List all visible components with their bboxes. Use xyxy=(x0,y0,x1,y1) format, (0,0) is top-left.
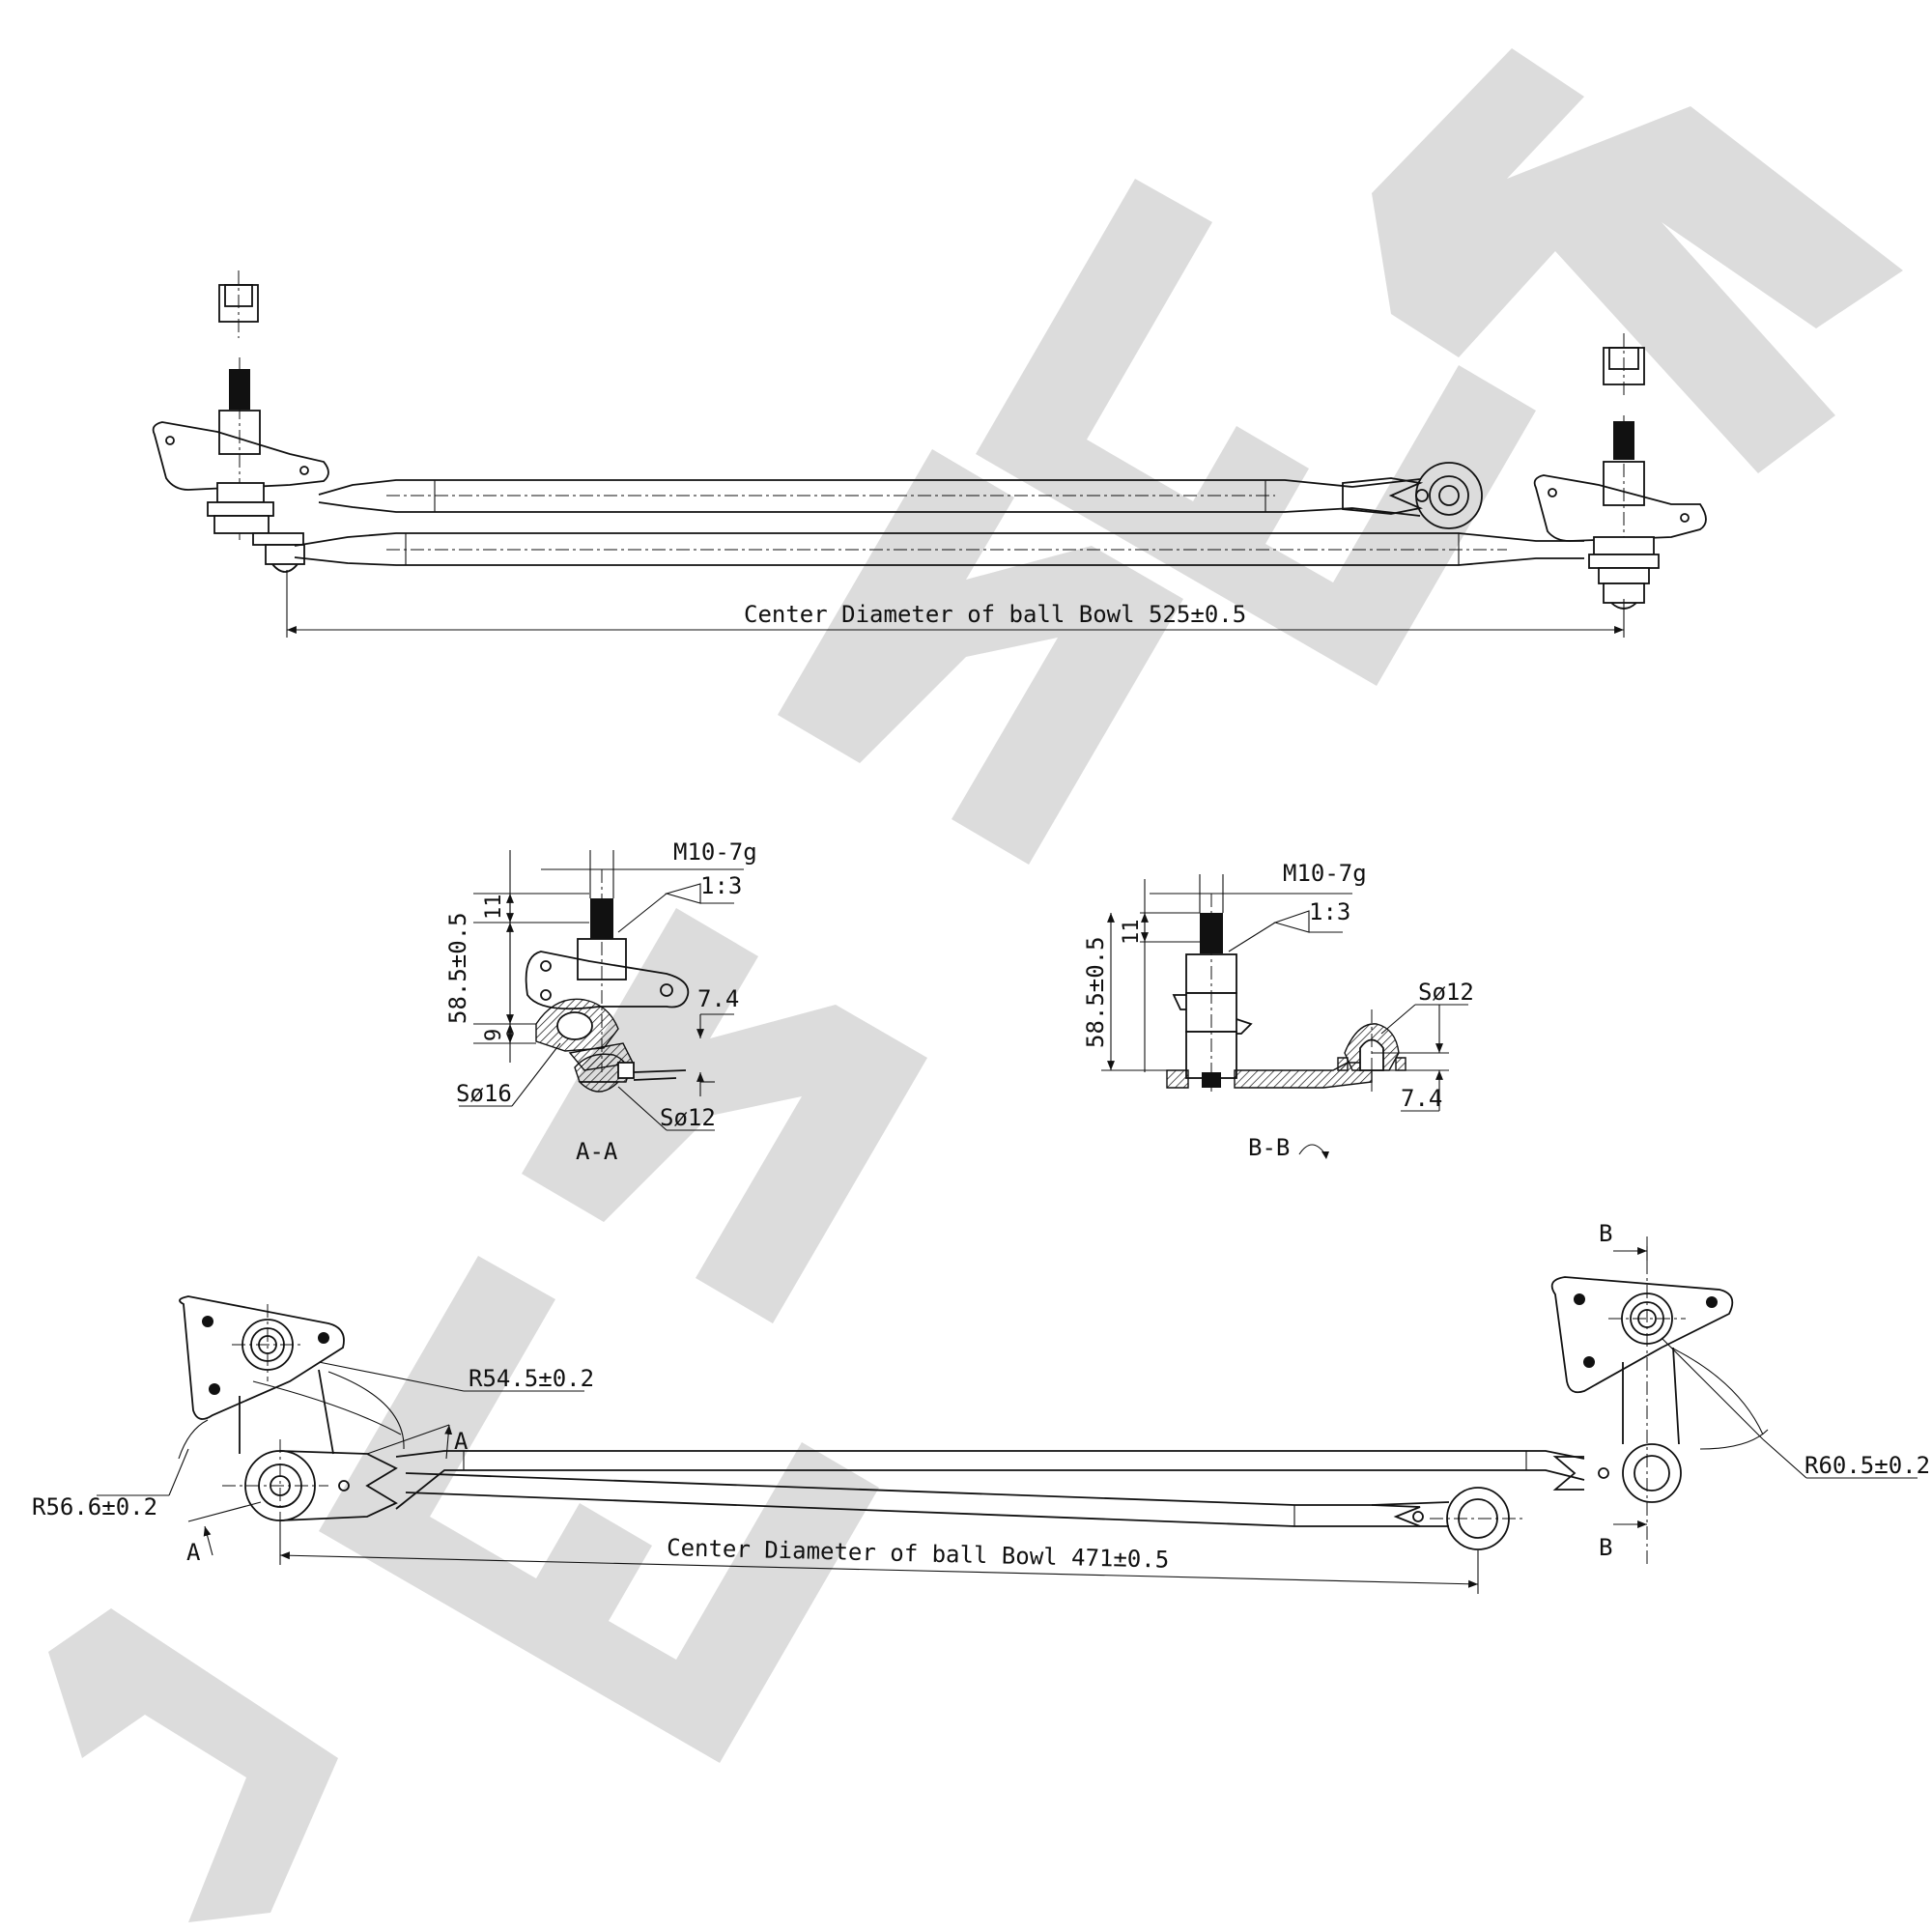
right-bracket xyxy=(1533,474,1707,542)
bb-taper-label: 1:3 xyxy=(1309,898,1350,925)
aa-ball-large: Sø16 xyxy=(456,1080,512,1107)
plan-radius-right: R60.5±0.2 xyxy=(1804,1452,1930,1479)
plan-right-bracket xyxy=(1550,1276,1734,1394)
bb-thread-label: M10-7g xyxy=(1283,860,1367,887)
left-pivot-cap xyxy=(218,270,259,338)
aa-dim-offset: 7.4 xyxy=(697,985,739,1012)
aa-dim-height: 58.5±0.5 xyxy=(444,912,471,1024)
aa-ball-small: Sø12 xyxy=(660,1104,716,1131)
left-bracket xyxy=(152,421,329,491)
watermark-logo xyxy=(48,48,1903,1922)
rotation-arrow-icon xyxy=(1298,1144,1326,1155)
right-pivot-shaft xyxy=(1603,415,1645,638)
aa-dim-base: 9 xyxy=(482,1029,506,1041)
top-view-linkage: Center Diameter of ball Bowl 525±0.5 xyxy=(152,270,1707,638)
plan-marker-a-bottom: A xyxy=(186,1539,201,1566)
aa-dim-thread: 11 xyxy=(482,895,506,921)
bb-ball-label: Sø12 xyxy=(1418,979,1474,1006)
upper-link-rod xyxy=(318,478,1421,517)
dimension-label-525: Center Diameter of ball Bowl 525±0.5 xyxy=(744,601,1246,628)
aa-thread-label: M10-7g xyxy=(673,838,757,866)
upper-rod-ball-socket xyxy=(1342,462,1483,529)
bb-section-label: B-B xyxy=(1248,1134,1290,1161)
plan-marker-a-top: A xyxy=(454,1428,469,1455)
plan-radius-left-lower: R56.6±0.2 xyxy=(32,1493,157,1520)
bb-dim-height: 58.5±0.5 xyxy=(1082,936,1109,1048)
lower-link-rod xyxy=(294,532,1584,566)
plan-marker-b-bottom: B xyxy=(1599,1534,1612,1561)
left-bushing-stack xyxy=(207,482,305,573)
section-aa: 11 58.5±0.5 9 M10-7g 1:3 7.4 Sø16 Sø12 A… xyxy=(444,838,757,1165)
plan-left-bracket xyxy=(179,1295,345,1420)
left-pivot-shaft xyxy=(218,357,261,541)
bb-dim-thread: 11 xyxy=(1120,920,1144,946)
plan-marker-b-top: B xyxy=(1599,1220,1612,1247)
bb-dim-offset: 7.4 xyxy=(1401,1085,1442,1112)
aa-taper-label: 1:3 xyxy=(700,872,742,899)
right-pivot-cap xyxy=(1603,333,1645,398)
section-bb: 11 58.5±0.5 M10-7g 1:3 Sø12 7.4 B-B xyxy=(1082,860,1474,1161)
right-bushing-stack xyxy=(1588,536,1660,610)
dimension-525: Center Diameter of ball Bowl 525±0.5 xyxy=(286,570,1625,638)
plan-radius-left-upper: R54.5±0.2 xyxy=(469,1365,594,1392)
aa-section-label: A-A xyxy=(576,1138,618,1165)
plan-view-linkage: B B A A R54.5±0.2 R56.6±0.2 R60.5±0.2 xyxy=(32,1220,1930,1594)
